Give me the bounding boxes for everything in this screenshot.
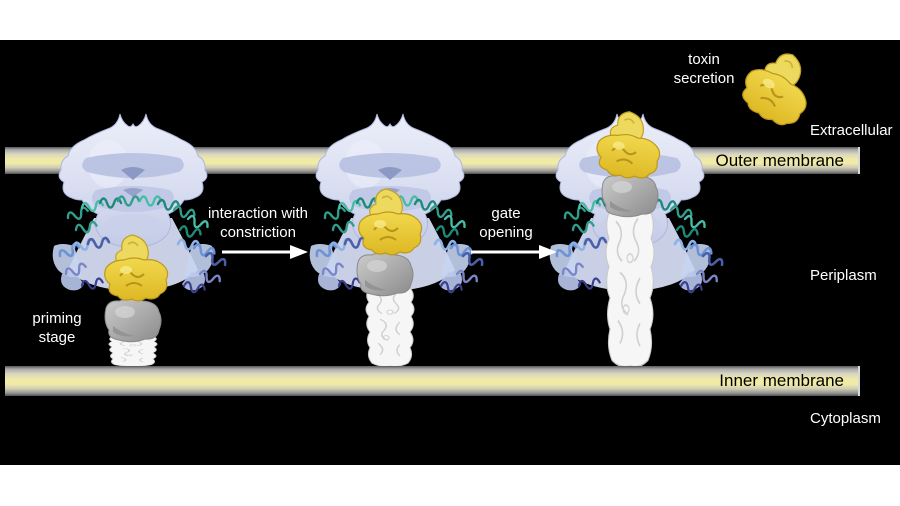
transition-1-label: interaction with constriction xyxy=(207,205,309,241)
transition-2-label: gate opening xyxy=(479,205,533,241)
cytoplasm-label: Cytoplasm xyxy=(810,410,881,427)
figure-background xyxy=(0,40,900,465)
arrow-right-icon xyxy=(222,245,308,259)
extracellular-label: Extracellular xyxy=(810,122,893,139)
periplasm-label: Periplasm xyxy=(810,267,877,284)
inner-membrane-band: Inner membrane xyxy=(5,366,860,396)
arrow-right-icon xyxy=(471,245,557,259)
outer-membrane-label: Outer membrane xyxy=(715,151,845,170)
outer-membrane-band: Outer membrane xyxy=(5,147,860,174)
toxin-secretion-label: toxin secretion xyxy=(673,51,735,87)
inner-membrane-label: Inner membrane xyxy=(719,371,844,390)
priming-stage-label: priming stage xyxy=(32,310,82,346)
